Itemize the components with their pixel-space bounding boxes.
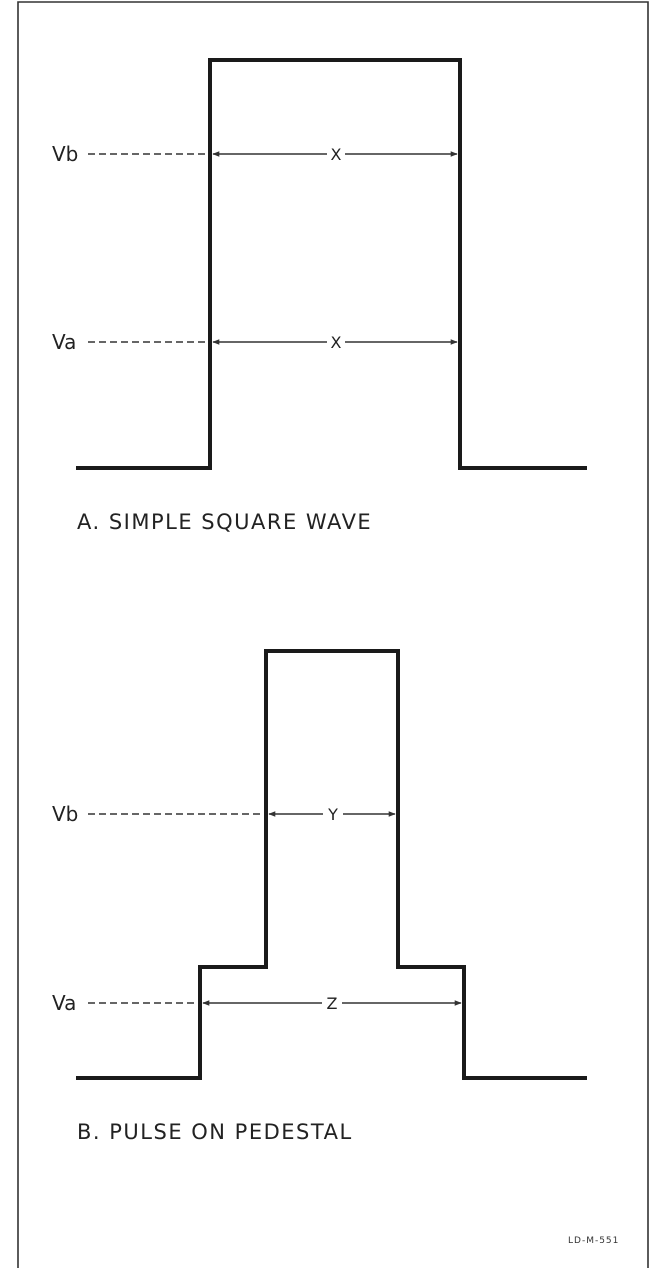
panel-b: Vb Y Va Z B. PULSE ON PEDESTAL [52,649,587,1144]
square-wave-trace [76,58,587,470]
panel-b-vb-label: Vb [52,802,78,826]
figure-frame [17,1,649,1268]
panel-a-vb-label: Vb [52,142,78,166]
panel-b-caption: B. PULSE ON PEDESTAL [77,1120,353,1144]
panel-b-vb-width-label: Y [327,805,338,824]
panel-a-va-width-label: X [331,333,342,352]
panel-a-caption: A. SIMPLE SQUARE WAVE [77,510,372,534]
panel-b-va-width-label: Z [327,994,338,1013]
panel-a-va-label: Va [52,330,76,354]
panel-a-vb-width-label: X [331,145,342,164]
pedestal-pulse-trace [76,649,587,1080]
panel-b-va-label: Va [52,991,76,1015]
drawing-code: LD-M-551 [568,1236,619,1246]
panel-a: Vb X Va X A. SIMPLE SQUARE WAVE [52,58,587,534]
